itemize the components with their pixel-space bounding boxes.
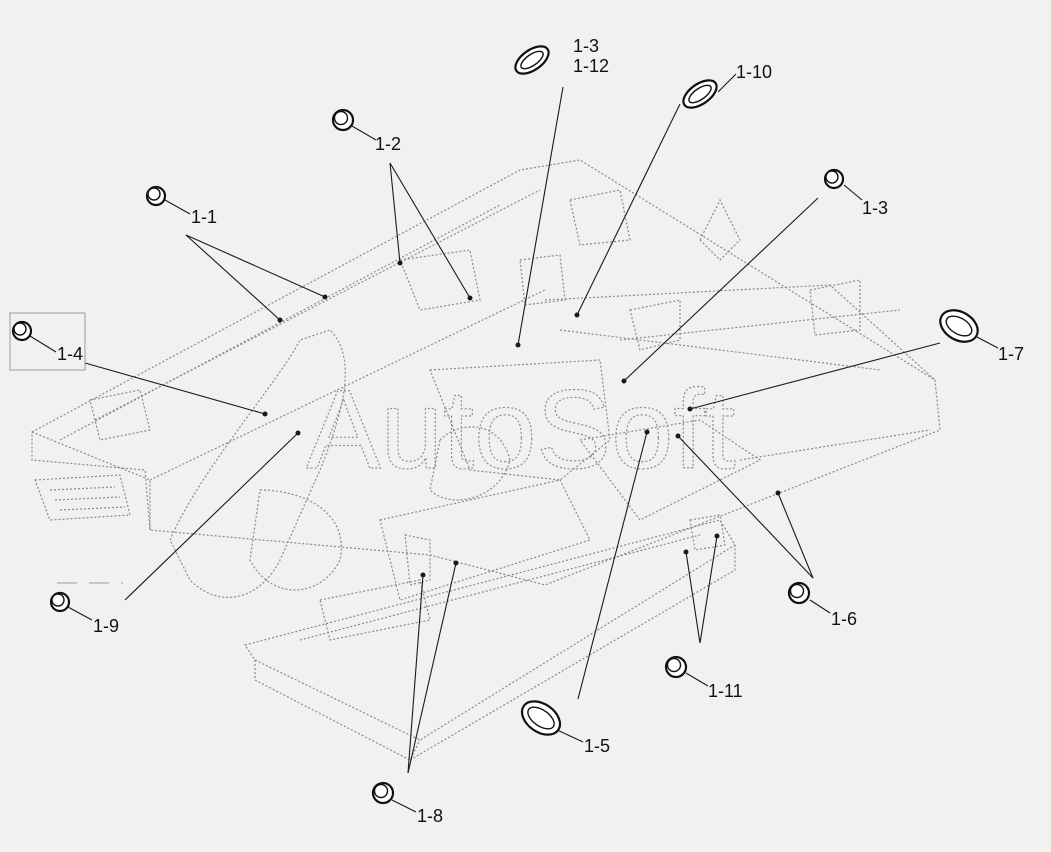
grommet-1-7-icon (939, 309, 979, 343)
grommet-1-10-icon (682, 79, 718, 109)
callout-1-1: 1-1 (191, 207, 217, 227)
grommet-1-11-icon (664, 655, 688, 679)
callout-1-11: 1-11 (708, 681, 743, 701)
callout-1-5: 1-5 (584, 736, 610, 756)
callout-1-2: 1-2 (375, 134, 401, 154)
leader-lines (84, 86, 941, 774)
callout-1-7: 1-7 (998, 344, 1024, 364)
icon-stubs (29, 73, 999, 813)
callout-1-9: 1-9 (93, 616, 119, 636)
grommet-1-5-icon (520, 700, 562, 736)
grommet-1-9-icon (49, 591, 71, 613)
callout-1-12: 1-12 (573, 56, 609, 76)
grommet-1-1-icon (145, 185, 167, 207)
grommet-1-3-1-12-icon (514, 45, 550, 75)
chassis-frame (31, 159, 941, 761)
grommet-1-2-icon (331, 108, 355, 132)
grommet-1-6-icon (787, 581, 811, 605)
callout-1-6: 1-6 (831, 609, 857, 629)
grommet-1-8-icon (371, 781, 395, 805)
faint-marks (9, 312, 123, 584)
callout-1-10: 1-10 (736, 62, 772, 82)
callout-1-8: 1-8 (417, 806, 443, 826)
leader-arrowheads (262, 260, 781, 578)
callout-1-3-top: 1-3 (573, 36, 599, 56)
callout-1-3-right: 1-3 (862, 198, 888, 218)
callout-1-4: 1-4 (57, 344, 83, 364)
grommet-1-4-icon (11, 320, 33, 342)
grommet-1-3-right-icon (823, 168, 845, 190)
watermark-text: AutoSoft (306, 367, 736, 492)
